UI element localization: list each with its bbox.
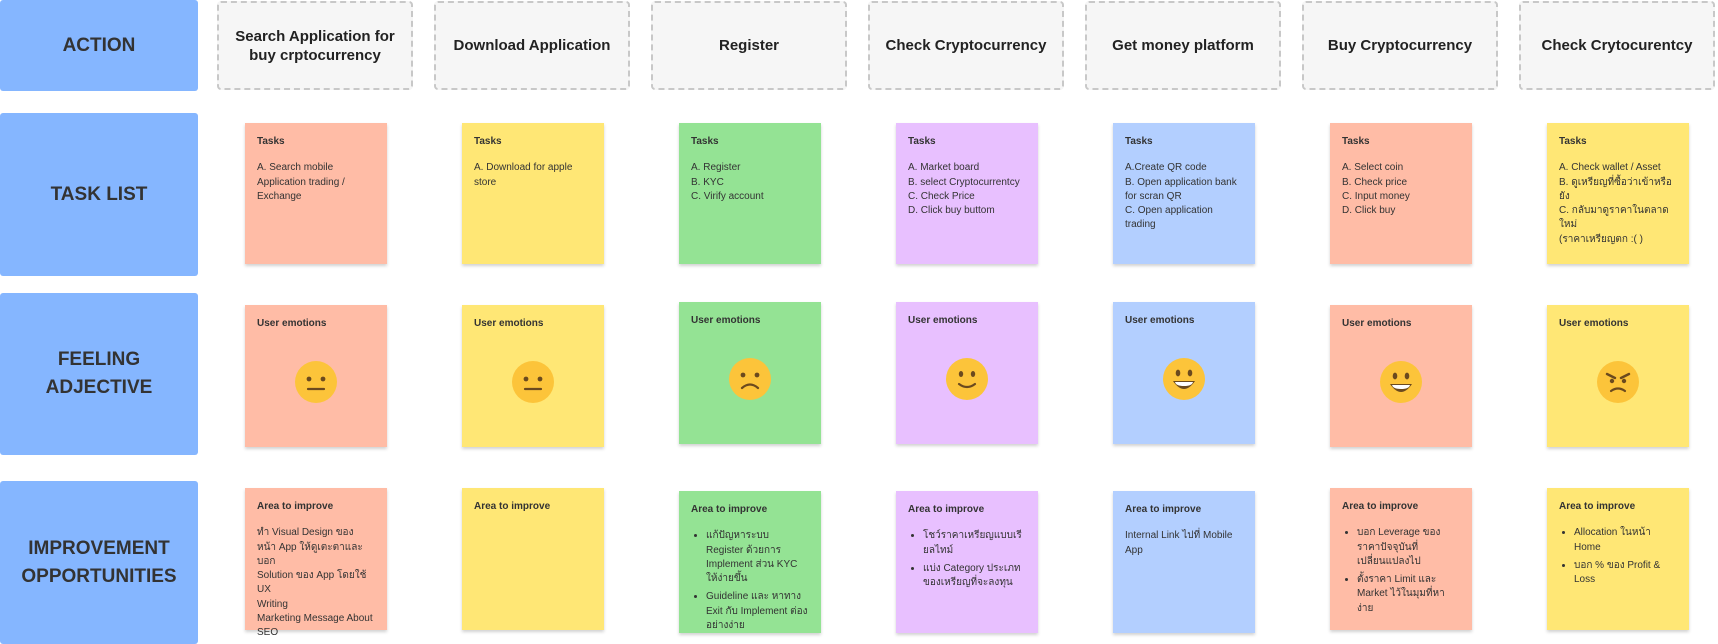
user-emotions-title: User emotions (1559, 318, 1629, 329)
user-emotion-sticky-note: User emotions (1547, 305, 1689, 447)
tasks-list-text: A. Check wallet / Asset B. ดูเหรียญที่ซื… (1559, 162, 1672, 245)
area-to-improve-sticky-note: Area to improve แก้ปัญหาระบบ Register ด้ว… (679, 491, 821, 633)
improvement-bullet: บอก % ของ Profit & Loss (1574, 559, 1677, 588)
improvement-bullet-list: แก้ปัญหาระบบ Register ด้วยการ Implement … (691, 529, 809, 633)
user-emotion-sticky-note: User emotions (1113, 302, 1255, 444)
user-emotion-sticky-note: User emotions (245, 305, 387, 447)
user-emotions-title: User emotions (691, 315, 761, 326)
tasks-sticky-note: Tasks A. Download for apple store (462, 123, 604, 264)
tasks-sticky-note: Tasks A. Check wallet / Asset B. ดูเหรียญ… (1547, 123, 1689, 264)
improvement-bullet-list: โชว์ราคาเหรียญแบบเรียลไทม์แบ่ง Category … (908, 529, 1026, 590)
action-step-box: Download Application (434, 1, 630, 90)
tasks-title: Tasks (257, 136, 285, 147)
tasks-title: Tasks (1342, 136, 1370, 147)
improvement-bullet-list: Allocation ในหน้า Home บอก % ของ Profit &… (1559, 526, 1677, 587)
user-emotion-sticky-note: User emotions (1330, 305, 1472, 447)
improvement-bullet: แบ่ง Category ประเภทของเหรียญที่จะลงทุน (923, 562, 1026, 591)
improvement-text: ทำ Visual Design ของ หน้า App ให้ดูเตะตา… (257, 527, 373, 639)
tasks-list-text: A. Market board B. select Cryptocurrentc… (908, 162, 1020, 217)
improvement-bullet: แก้ปัญหาระบบ Register ด้วยการ Implement … (706, 529, 809, 586)
area-to-improve-title: Area to improve (1559, 501, 1636, 512)
action-step-box: Check Crytocurentcy (1519, 1, 1715, 90)
tasks-sticky-note: Tasks A. Register B. KYC C. Virify accoun… (679, 123, 821, 264)
angry-face-icon (1596, 360, 1640, 404)
area-to-improve-sticky-note: Area to improve ทำ Visual Design ของ หน้า… (245, 488, 387, 638)
area-to-improve-title: Area to improve (474, 501, 551, 512)
area-to-improve-sticky-note: Area to improve (462, 488, 604, 630)
action-step-box: Check Cryptocurrency (868, 1, 1064, 90)
improvement-text: Internal Link ไปที่ Mobile App (1125, 530, 1233, 556)
tasks-list-text: A. Search mobile Application trading / E… (257, 162, 345, 202)
user-emotions-title: User emotions (908, 315, 978, 326)
action-step-box: Get money platform (1085, 1, 1281, 90)
area-to-improve-sticky-note: Area to improve บอก Leverage ของราคาปัจจุ… (1330, 488, 1472, 630)
user-emotion-sticky-note: User emotions (896, 302, 1038, 444)
user-emotion-sticky-note: User emotions (462, 305, 604, 447)
user-emotions-title: User emotions (474, 318, 544, 329)
row-label-improvement-opportunities: IMPROVEMENT OPPORTUNITIES (0, 481, 198, 644)
area-to-improve-title: Area to improve (691, 504, 768, 515)
improvement-bullet: บอก Leverage ของราคาปัจจุบันที่เปลี่ยนแป… (1357, 526, 1460, 569)
tasks-title: Tasks (691, 136, 719, 147)
area-to-improve-title: Area to improve (1125, 504, 1202, 515)
improvement-bullet-list: บอก Leverage ของราคาปัจจุบันที่เปลี่ยนแป… (1342, 526, 1460, 616)
grinning-face-icon (1379, 360, 1423, 404)
tasks-title: Tasks (908, 136, 936, 147)
tasks-sticky-note: Tasks A. Market board B. select Cryptocur… (896, 123, 1038, 264)
area-to-improve-title: Area to improve (1342, 501, 1419, 512)
slightly-smiling-face-icon (945, 357, 989, 401)
improvement-bullet: ตั้งราคา Limit และ Market ไว้ในมุมที่หาง… (1357, 573, 1460, 616)
tasks-title: Tasks (474, 136, 502, 147)
area-to-improve-title: Area to improve (257, 501, 334, 512)
tasks-title: Tasks (1125, 136, 1153, 147)
tasks-title: Tasks (1559, 136, 1587, 147)
area-to-improve-sticky-note: Area to improveAllocation ในหน้า Home บอก… (1547, 488, 1689, 630)
action-step-box: Register (651, 1, 847, 90)
improvement-bullet: Guideline และ หาทาง Exit กับ Implement ต… (706, 590, 809, 633)
frowning-face-icon (728, 357, 772, 401)
user-emotion-sticky-note: User emotions (679, 302, 821, 444)
user-emotions-title: User emotions (1342, 318, 1412, 329)
grinning-face-icon (1162, 357, 1206, 401)
user-emotions-title: User emotions (257, 318, 327, 329)
tasks-list-text: A.Create QR code B. Open application ban… (1125, 162, 1237, 231)
row-label-feeling-adjective: FEELING ADJECTIVE (0, 293, 198, 455)
area-to-improve-sticky-note: Area to improve โชว์ราคาเหรียญแบบเรียลไทม… (896, 491, 1038, 633)
tasks-list-text: A. Register B. KYC C. Virify account (691, 162, 764, 202)
tasks-sticky-note: Tasks A. Search mobile Application tradin… (245, 123, 387, 264)
area-to-improve-title: Area to improve (908, 504, 985, 515)
action-step-box: Buy Cryptocurrency (1302, 1, 1498, 90)
tasks-sticky-note: Tasks A. Select coin B. Check price C. In… (1330, 123, 1472, 264)
row-label-task-list: TASK LIST (0, 113, 198, 276)
neutral-face-icon (511, 360, 555, 404)
improvement-bullet: โชว์ราคาเหรียญแบบเรียลไทม์ (923, 529, 1026, 558)
neutral-face-icon (294, 360, 338, 404)
user-emotions-title: User emotions (1125, 315, 1195, 326)
action-step-box: Search Application for buy crptocurrency (217, 1, 413, 90)
row-label-action: ACTION (0, 0, 198, 91)
tasks-list-text: A. Download for apple store (474, 162, 573, 188)
tasks-list-text: A. Select coin B. Check price C. Input m… (1342, 162, 1410, 217)
improvement-bullet: Allocation ในหน้า Home (1574, 526, 1677, 555)
